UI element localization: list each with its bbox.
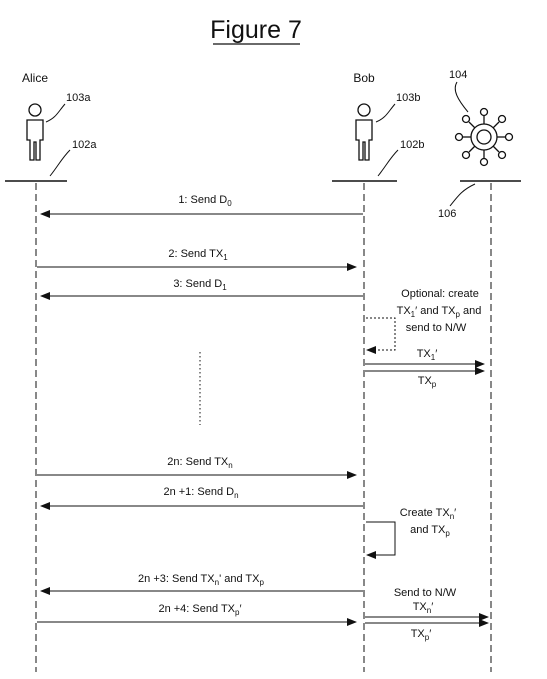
svg-text:and TXp: and TXp	[410, 524, 450, 538]
leader-103a	[45, 103, 66, 123]
leader-103b	[375, 103, 396, 123]
svg-text:send to N/W: send to N/W	[406, 322, 467, 334]
bob-label: Bob	[353, 71, 375, 85]
svg-text:Create TXn′: Create TXn′	[400, 507, 456, 521]
create-txn-self-arrow	[366, 521, 396, 559]
ref-103a: 103a	[66, 92, 91, 104]
msg-1-label: 1: Send D0	[178, 194, 232, 208]
msg-2n1-label: 2n +1: Send Dn	[163, 486, 238, 500]
svg-text:TX1′ and TXp and: TX1′ and TXp and	[397, 305, 482, 319]
alice-label: Alice	[22, 71, 48, 85]
optional-create-note: Optional: create TX1′ and TXp and send t…	[397, 288, 482, 334]
send-nw-label: Send to N/W	[394, 587, 457, 599]
ref-102a: 102a	[72, 139, 97, 151]
ref-103b: 103b	[396, 92, 420, 104]
network-node-icon	[454, 107, 514, 167]
msg-2n3-label: 2n +3: Send TXn' and TXp	[138, 573, 264, 587]
bob-person-icon	[355, 103, 373, 161]
ref-102b: 102b	[400, 139, 424, 151]
ref-104: 104	[449, 69, 467, 81]
msg-2n4-label: 2n +4: Send TXp′	[158, 603, 241, 617]
figure-title: Figure 7	[210, 16, 302, 44]
msg-2n-label: 2n: Send TXn	[167, 456, 232, 470]
ref-106: 106	[438, 208, 456, 220]
txn-prime-label: TXn′	[413, 601, 434, 615]
create-txn-note: Create TXn′ and TXp	[400, 507, 456, 538]
optional-self-arrow	[366, 317, 396, 354]
leader-106	[449, 183, 476, 207]
tx1-prime-label: TX1′	[417, 348, 438, 362]
msg-2-label: 2: Send TX1	[168, 248, 228, 262]
leader-102a	[49, 149, 71, 177]
alice-person-icon	[26, 103, 44, 161]
txp-prime-label: TXp′	[411, 628, 432, 642]
msg-3-label: 3: Send D1	[173, 278, 227, 292]
svg-text:Optional: create: Optional: create	[401, 288, 479, 300]
leader-102b	[377, 149, 399, 177]
txp-label: TXp	[418, 375, 437, 389]
leader-104	[454, 81, 469, 113]
